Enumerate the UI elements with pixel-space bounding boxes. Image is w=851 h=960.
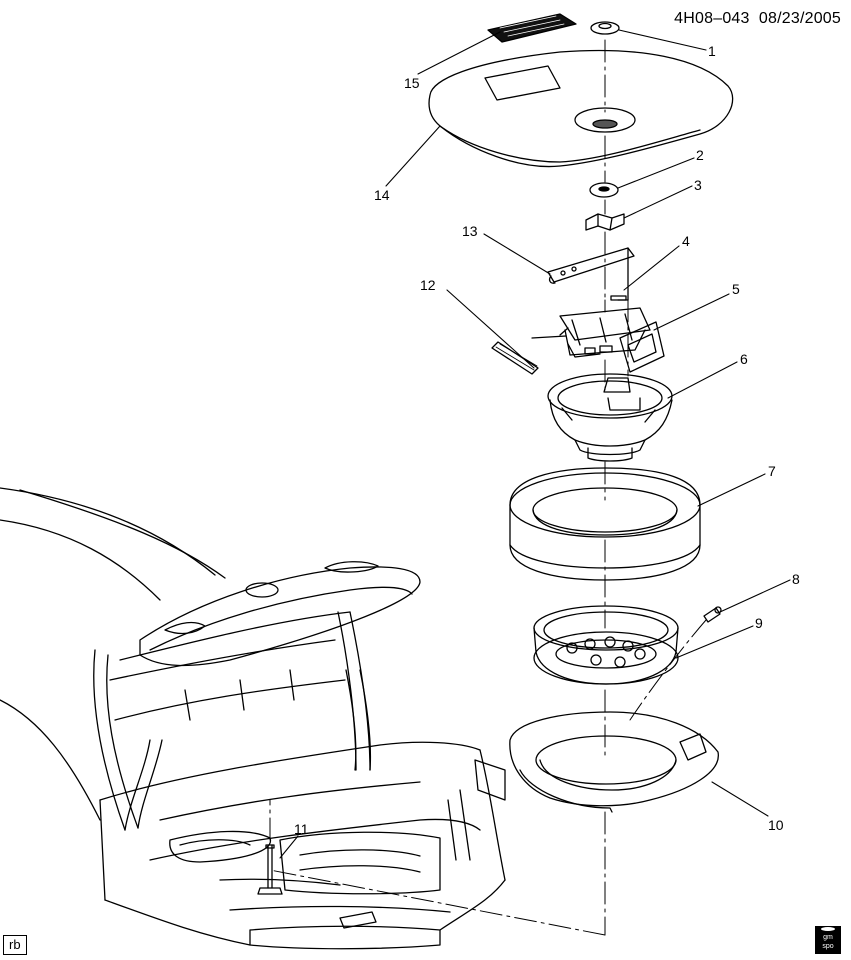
part-7-tire <box>509 467 701 581</box>
callout-8: 8 <box>792 571 800 587</box>
callout-4: 4 <box>682 233 690 249</box>
callout-3: 3 <box>694 177 702 193</box>
part-13-jack-handle <box>547 247 635 301</box>
callout-5: 5 <box>732 281 740 297</box>
callout-9: 9 <box>755 615 763 631</box>
callout-12: 12 <box>420 277 436 293</box>
part-12-strap <box>491 335 567 375</box>
part-2-washer <box>589 182 619 198</box>
part-15-label <box>487 13 577 43</box>
part-8-valve-stem <box>703 606 722 623</box>
callout-15: 15 <box>404 75 420 91</box>
callout-1: 1 <box>708 43 716 59</box>
logo-line-1: gm <box>823 934 833 941</box>
part-4-pin <box>610 295 627 301</box>
part-10-tub-liner <box>509 711 719 813</box>
drawing-code: 4H08–043 <box>674 10 750 27</box>
callout-2: 2 <box>696 147 704 163</box>
part-1-plug <box>590 21 620 35</box>
logo-disc-icon <box>821 927 835 931</box>
part-6-jack-tray <box>547 373 673 462</box>
vehicle-trunk <box>0 487 506 950</box>
callout-11: 11 <box>294 821 309 837</box>
leader-lines <box>279 29 791 859</box>
assembly-centerline <box>269 39 707 936</box>
drawing-header: 4H08–043 08/23/2005 <box>674 10 841 28</box>
callout-6: 6 <box>740 351 748 367</box>
part-11-bolt <box>257 844 283 895</box>
part-9-wheel <box>533 605 679 685</box>
part-14-floor-cover <box>428 49 734 168</box>
gm-spo-logo: gm spo <box>815 926 841 954</box>
callout-7: 7 <box>768 463 776 479</box>
callout-13: 13 <box>462 223 478 239</box>
logo-line-2: spo <box>822 943 834 950</box>
part-3-bracket <box>585 213 625 231</box>
callout-14: 14 <box>374 187 390 203</box>
callout-10: 10 <box>768 817 784 833</box>
part-5-jack <box>559 307 665 373</box>
corner-tag: rb <box>3 935 27 955</box>
drawing-date: 08/23/2005 <box>758 10 841 27</box>
